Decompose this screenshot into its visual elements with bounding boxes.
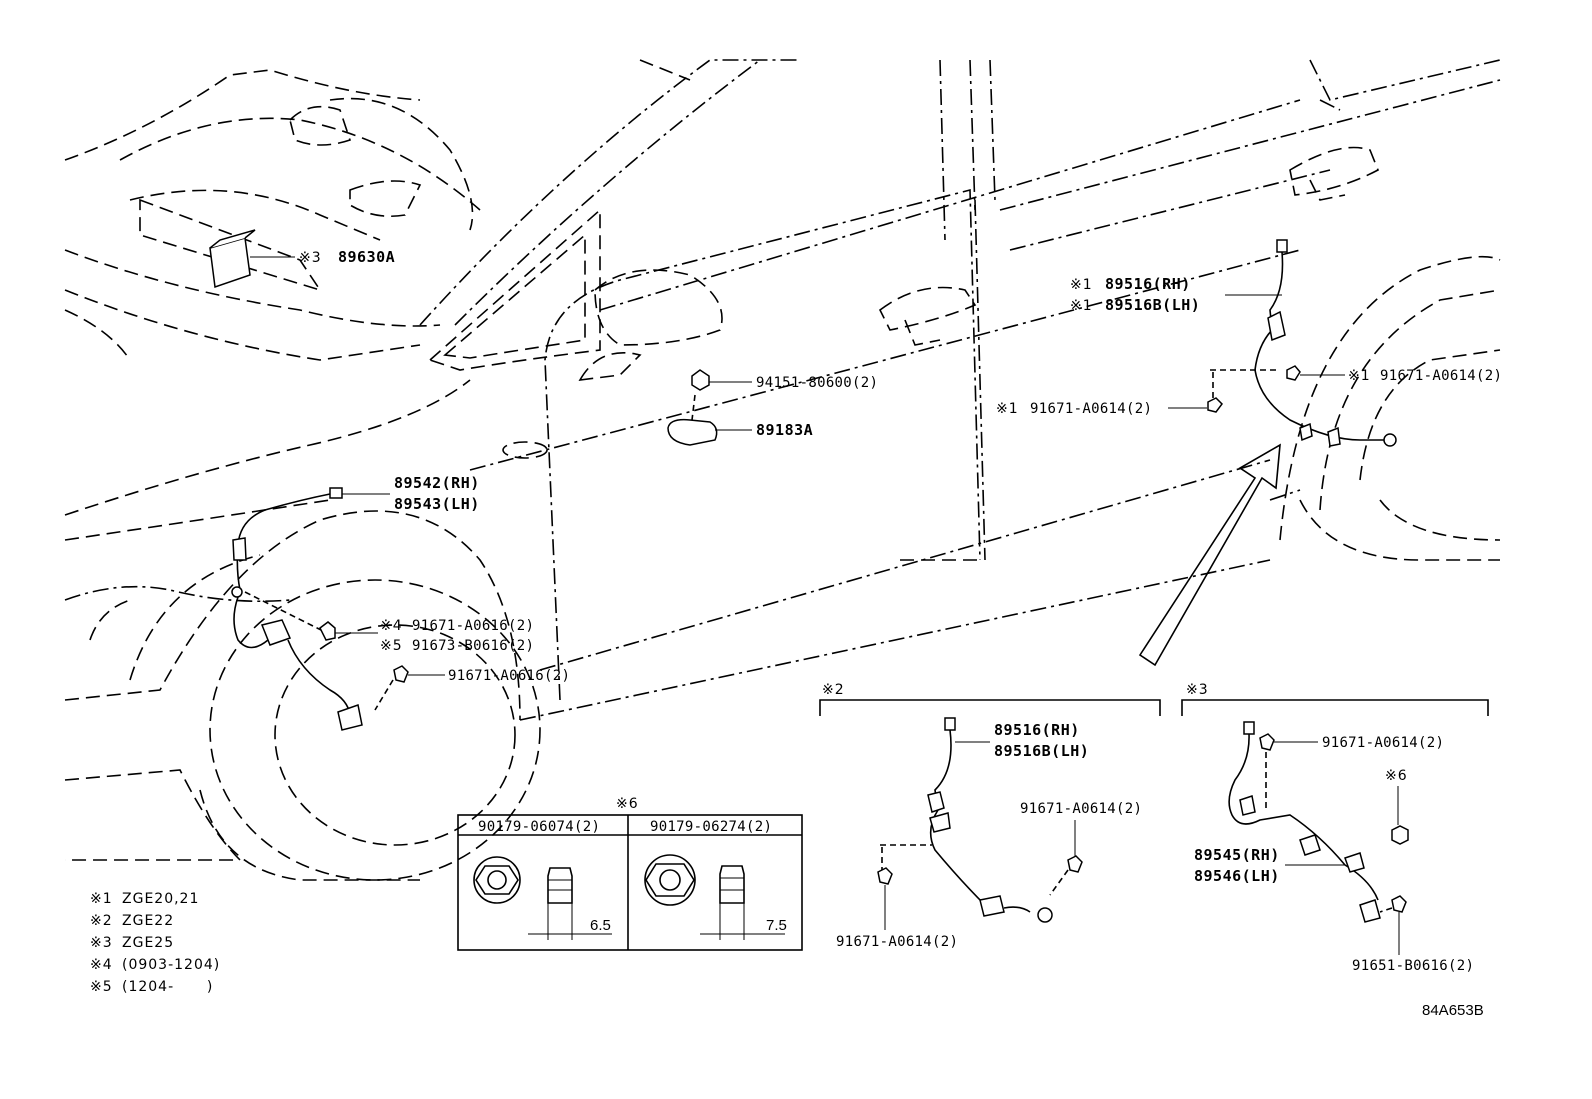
yaw-sensor-group: 94151-80600(2) 89183A — [667, 369, 878, 446]
front-bolt-a: 91671-A0616(2) — [412, 618, 534, 634]
inset3-sensor-rh: 89545(RH) — [1194, 846, 1280, 864]
table6-col1: 90179-06074(2) — [478, 819, 600, 835]
inset3-nut-mark: ※6 — [1385, 768, 1408, 784]
sensor-89183A: 89183A — [756, 421, 813, 439]
rear-bolt-right-mark: ※1 — [1348, 368, 1371, 384]
note-4-mark: ※4 — [90, 957, 113, 973]
inset2-sensor-rh: 89516(RH) — [994, 721, 1080, 739]
front-speed-sensor: 89542(RH) 89543(LH) ※4 91671-A0616(2) ※5… — [231, 474, 570, 731]
note-1-text: ZGE20,21 — [122, 891, 199, 907]
ecu-89630A: ※3 89630A — [209, 229, 395, 289]
table6-dim2: 7.5 — [766, 917, 787, 934]
rear-sensor-rh: 89516(RH) — [1105, 275, 1191, 293]
note-3-mark: ※3 — [90, 935, 113, 951]
inset3-bolt-bottom: 91651-B0616(2) — [1352, 958, 1474, 974]
note-5-text: (1204- ) — [122, 979, 213, 995]
vehicle-outline — [64, 59, 1501, 881]
inset2-mark: ※2 — [822, 682, 845, 698]
note-2-text: ZGE22 — [122, 913, 174, 929]
rear-sensor-rh-mark: ※1 — [1070, 277, 1093, 293]
rear-bolt-right: 91671-A0614(2) — [1380, 368, 1502, 384]
nut-table: ※6 90179-06074(2) 90179-06274(2) 6.5 7.5 — [457, 796, 803, 951]
table6-col2: 90179-06274(2) — [650, 819, 772, 835]
note-3-text: ZGE25 — [122, 935, 174, 951]
inset-zge22: ※2 89516(RH) 89516B(LH) 91671-A0614(2) 9… — [819, 682, 1161, 950]
front-sensor-rh: 89542(RH) — [394, 474, 480, 492]
inset3-bolt-top: 91671-A0614(2) — [1322, 735, 1444, 751]
front-bolt-c: 91671-A0616(2) — [448, 668, 570, 684]
nut-part-number: 94151-80600(2) — [756, 375, 878, 391]
inset3-mark: ※3 — [1186, 682, 1209, 698]
note-5-mark: ※5 — [90, 979, 113, 995]
front-bolt-b: 91673-B0616(2) — [412, 638, 534, 654]
note-2-mark: ※2 — [90, 913, 113, 929]
front-bolt-a-mark: ※4 — [380, 618, 403, 634]
inset3-sensor-lh: 89546(LH) — [1194, 867, 1280, 885]
rear-sensor-lh: 89516B(LH) — [1105, 296, 1200, 314]
table6-dim1: 6.5 — [590, 917, 611, 934]
rear-sensor-lh-mark: ※1 — [1070, 298, 1093, 314]
ecu-mark: ※3 — [299, 250, 322, 266]
rear-bolt-left-mark: ※1 — [996, 401, 1019, 417]
inset2-bolt-lower: 91671-A0614(2) — [836, 934, 958, 950]
inset-zge25: ※3 91671-A0614(2) ※6 89545(RH) 89546(LH)… — [1181, 682, 1489, 974]
front-sensor-lh: 89543(LH) — [394, 495, 480, 513]
ecu-part-number: 89630A — [338, 248, 395, 266]
rear-speed-sensor: ※1 89516(RH) ※1 89516B(LH) ※1 91671-A061… — [996, 239, 1502, 447]
note-1-mark: ※1 — [90, 891, 113, 907]
inset2-bolt-upper: 91671-A0614(2) — [1020, 801, 1142, 817]
note-4-text: (0903-1204) — [122, 957, 220, 973]
rear-bolt-left: 91671-A0614(2) — [1030, 401, 1152, 417]
diagram-code: 84A653B — [1422, 1002, 1484, 1019]
front-bolt-b-mark: ※5 — [380, 638, 403, 654]
table6-mark: ※6 — [616, 796, 639, 812]
inset2-sensor-lh: 89516B(LH) — [994, 742, 1089, 760]
legend-notes: ※1 ZGE20,21 ※2 ZGE22 ※3 ZGE25 ※4 (0903-1… — [90, 891, 220, 995]
